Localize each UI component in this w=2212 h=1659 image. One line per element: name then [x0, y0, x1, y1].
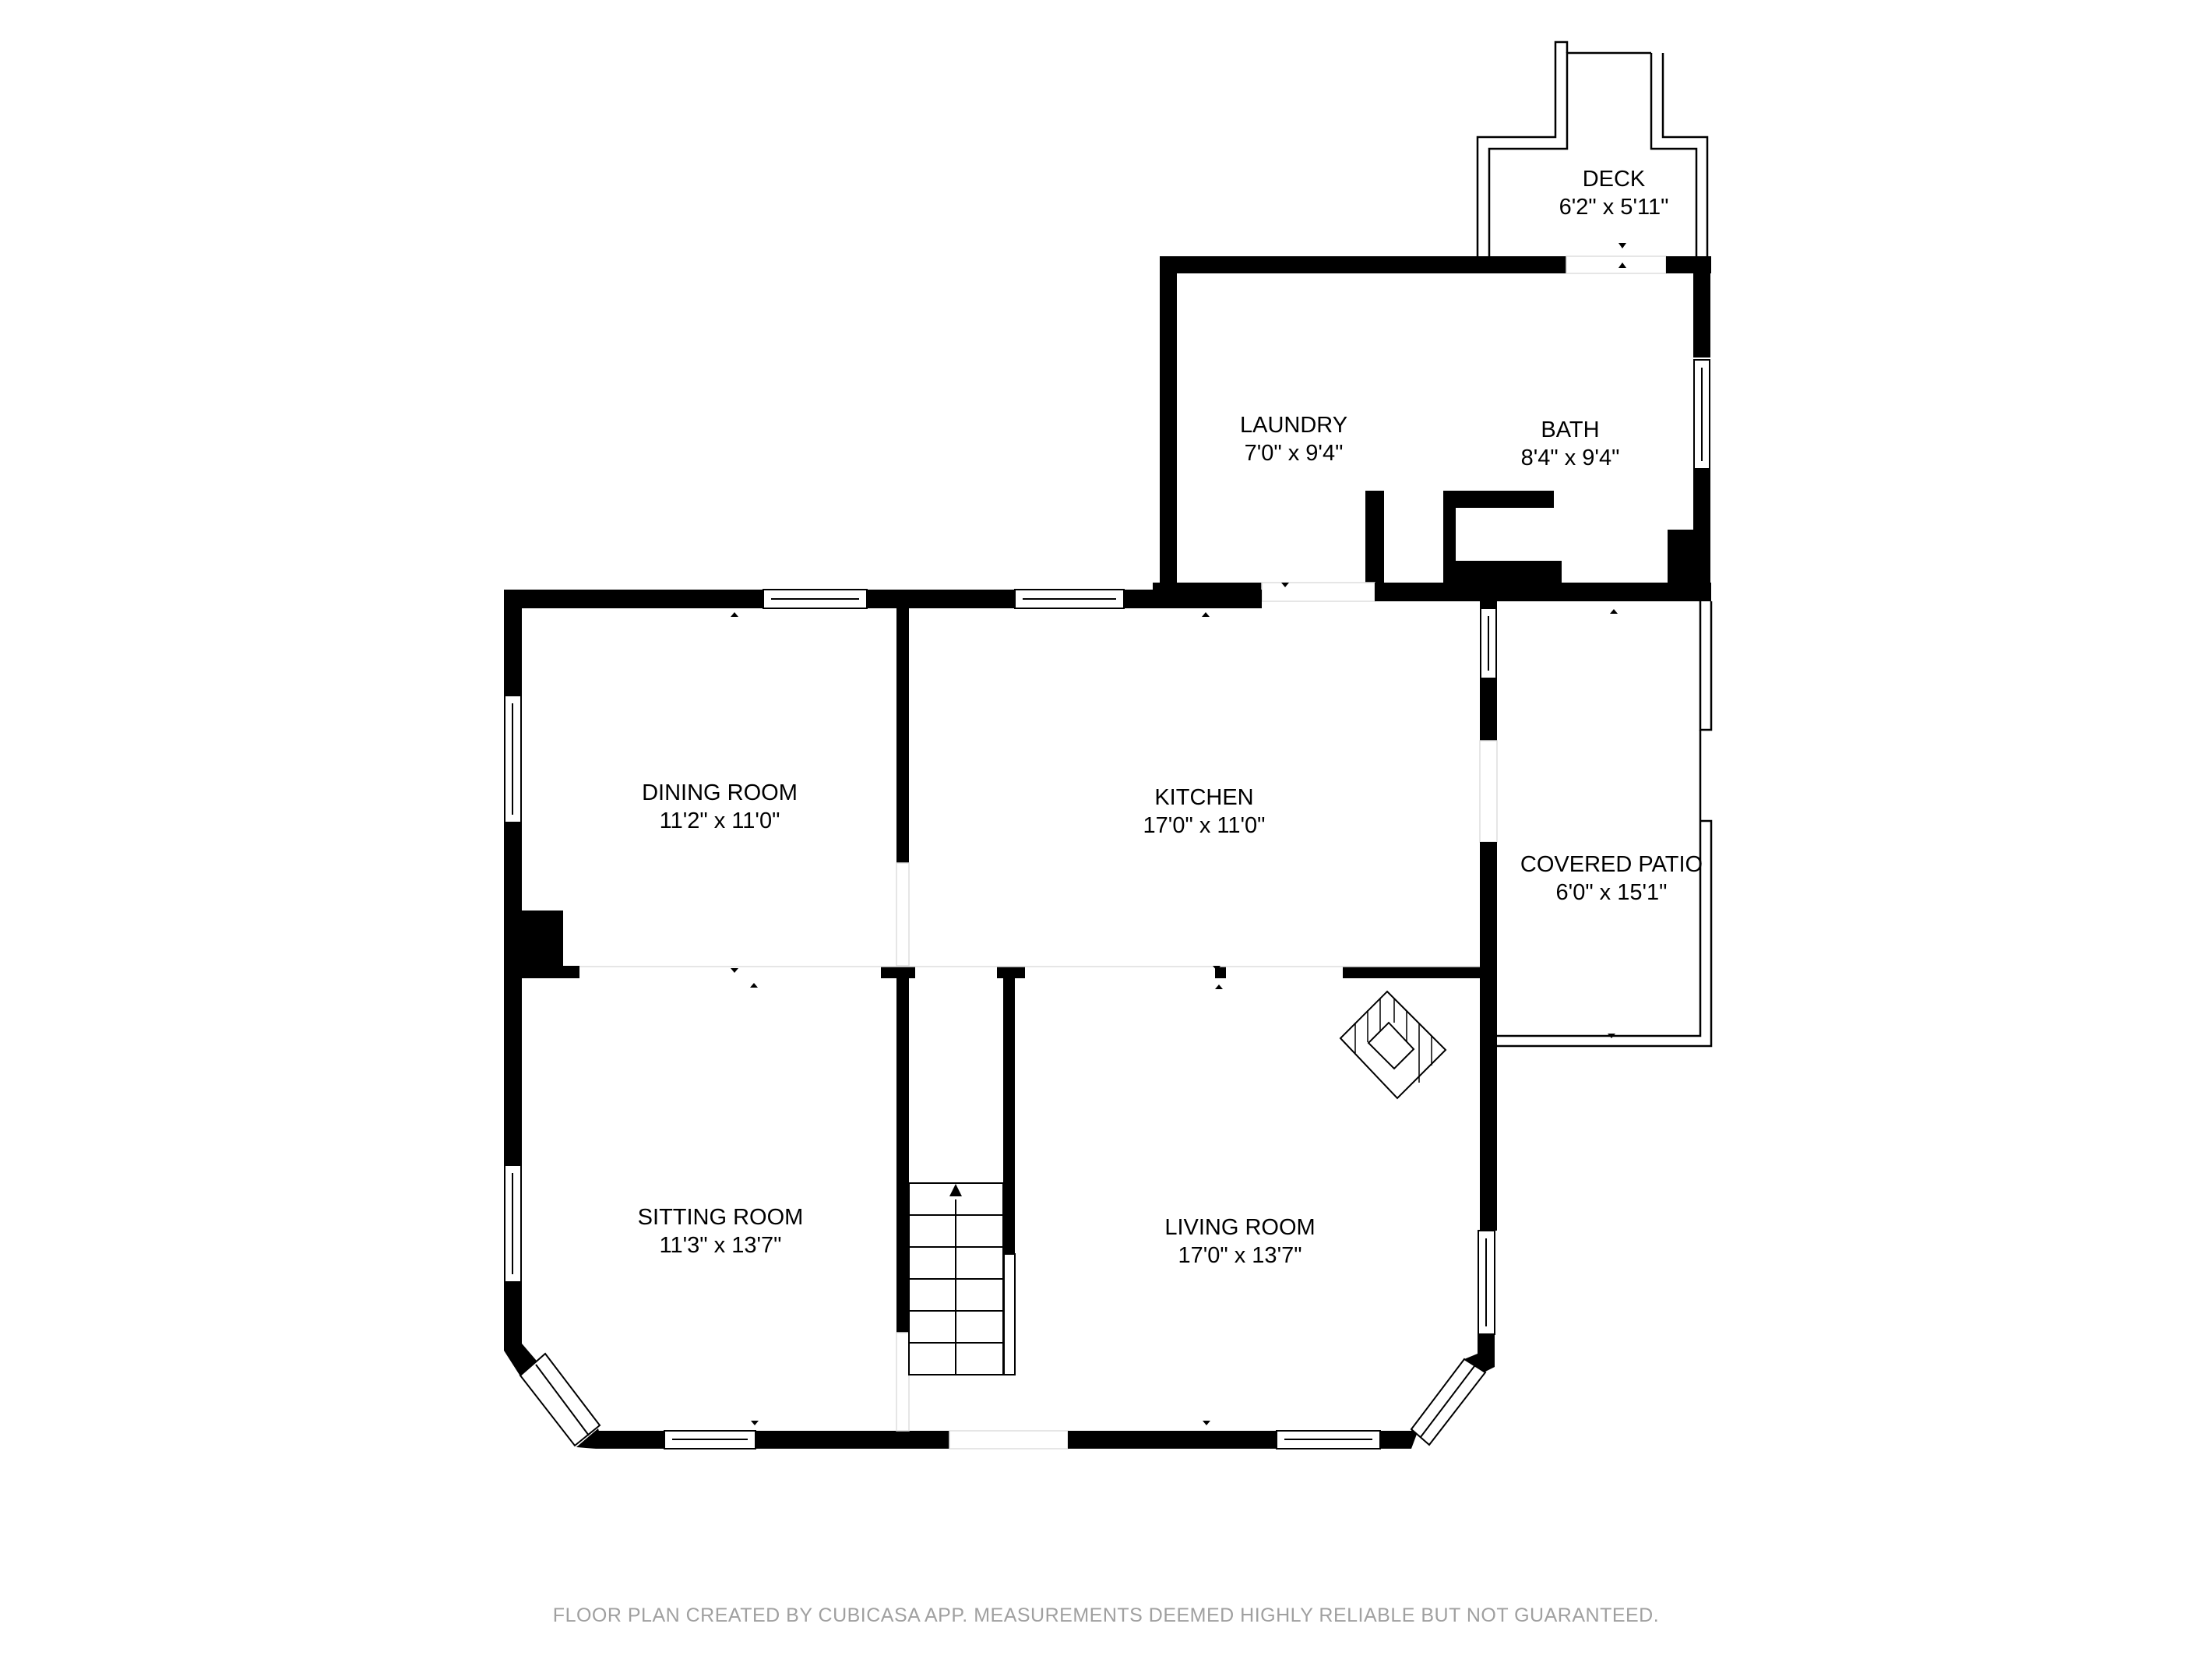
laundry-bath-walls [1153, 255, 1711, 602]
room-label-covered-patio: COVERED PATIO 6'0" x 15'1" [1520, 851, 1703, 907]
room-label-dining-room: DINING ROOM 11'2" x 11'0" [642, 779, 798, 835]
room-name: COVERED PATIO [1520, 852, 1703, 877]
measurement-markers [731, 243, 1626, 1425]
room-label-sitting-room: SITTING ROOM 11'3" x 13'7" [638, 1203, 804, 1259]
room-dimensions: 17'0" x 13'7" [1178, 1243, 1302, 1268]
room-name: LAUNDRY [1239, 413, 1348, 438]
fireplace-icon [1339, 990, 1447, 1100]
room-label-kitchen: KITCHEN 17'0" x 11'0" [1143, 784, 1266, 840]
room-label-bath: BATH 8'4" x 9'4" [1521, 416, 1620, 472]
covered-patio-outline [1497, 601, 1713, 1048]
room-name: BATH [1541, 417, 1600, 442]
room-dimensions: 6'0" x 15'1" [1555, 880, 1668, 905]
room-dimensions: 11'2" x 11'0" [659, 808, 780, 833]
room-label-deck: DECK 6'2" x 5'11" [1559, 165, 1669, 221]
room-name: KITCHEN [1154, 785, 1254, 810]
stair-up-arrow-icon [949, 1184, 962, 1196]
footer-disclaimer: FLOOR PLAN CREATED BY CUBICASA APP. MEAS… [552, 1604, 1660, 1626]
room-label-living-room: LIVING ROOM 17'0" x 13'7" [1164, 1213, 1315, 1270]
main-house-walls [504, 589, 1498, 1449]
room-dimensions: 7'0" x 9'4" [1244, 441, 1344, 466]
room-dimensions: 11'3" x 13'7" [659, 1233, 782, 1258]
room-name: DINING ROOM [642, 780, 798, 805]
room-dimensions: 8'4" x 9'4" [1520, 446, 1620, 470]
room-dimensions: 6'2" x 5'11" [1559, 195, 1669, 220]
room-dimensions: 17'0" x 11'0" [1143, 813, 1266, 838]
room-name: DECK [1582, 167, 1646, 192]
staircase [908, 1182, 1004, 1375]
deck-outline [1476, 41, 1709, 256]
room-name: SITTING ROOM [637, 1205, 804, 1230]
room-label-laundry: LAUNDRY 7'0" x 9'4" [1240, 411, 1347, 467]
room-name: LIVING ROOM [1164, 1215, 1316, 1240]
